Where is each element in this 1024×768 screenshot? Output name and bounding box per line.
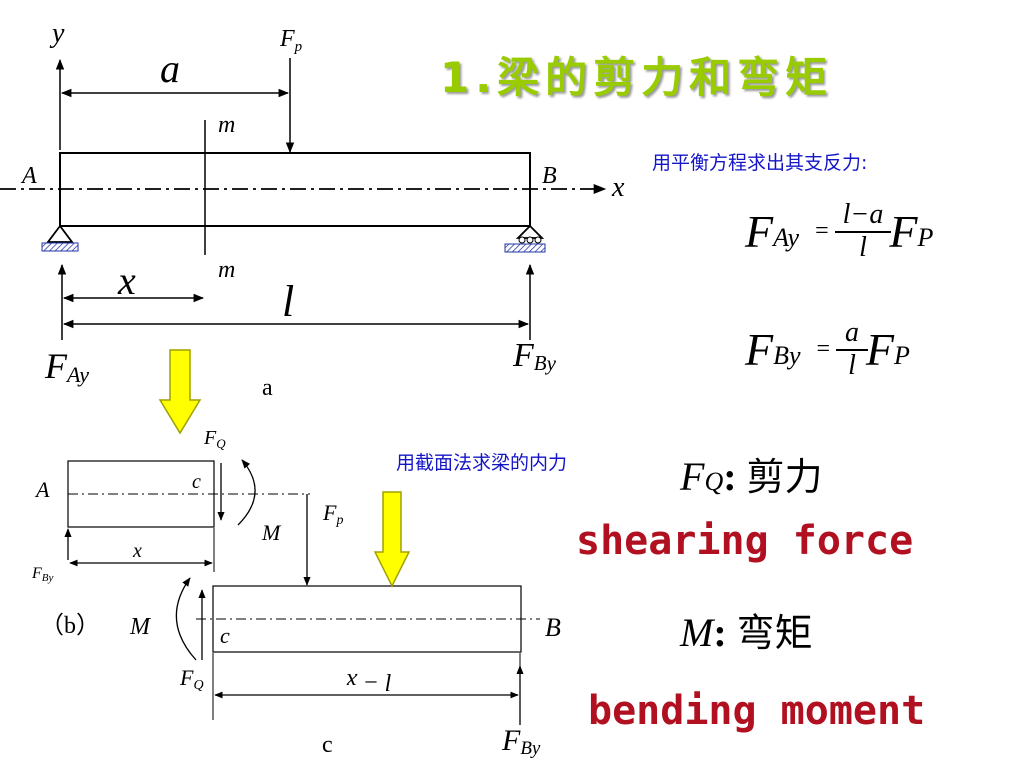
reaction-label-b: FBy (31, 565, 54, 584)
dim-a-label: a (160, 46, 180, 91)
section-bottom-label: m (218, 257, 235, 283)
caption-b: （b） (40, 613, 100, 639)
eq-fay-sub: Ay (773, 222, 800, 252)
eq-fay-rhs-symbol: F (889, 206, 918, 258)
shear-chinese: 剪力 (746, 455, 823, 499)
shear-symbol: F (680, 454, 705, 499)
diagram-c: Fp M FQ c B l − x FBy c (129, 494, 561, 759)
x-axis-label: x (611, 172, 625, 203)
load-label-c: Fp (322, 500, 343, 528)
section-top-label: m (218, 112, 235, 138)
load-label: Fp (279, 26, 303, 55)
eq-fby-denominator: l (836, 348, 868, 382)
eq-fay-rhs-sub: P (917, 222, 934, 252)
reaction-a-label: FAy (44, 346, 89, 387)
moment-symbol: M (680, 610, 714, 655)
end-b-label-c: B (545, 613, 561, 642)
section-method-note: 用截面法求梁的内力 (396, 452, 568, 474)
dim-x-label-b: x (132, 540, 142, 562)
reaction-label-c: FBy (501, 724, 541, 759)
eq-fby-numerator: a (844, 317, 859, 348)
roller-support (504, 224, 546, 253)
moment-label-c: M (129, 614, 152, 640)
caption-a: a (262, 375, 273, 401)
pin-support (41, 224, 79, 252)
moment-arc-b (237, 459, 256, 526)
section-c-label-b: c (192, 471, 201, 493)
moment-definition: M: 弯矩 (680, 610, 813, 655)
eq-fby-fraction: a l (836, 317, 868, 382)
dim-lx-label: l − x (346, 668, 392, 694)
slide-title: 1.梁的剪力和弯矩 (440, 53, 834, 102)
shear-english: shearing force (576, 518, 914, 564)
section-c-label-c: c (220, 623, 230, 648)
dim-x-label: x (117, 258, 136, 303)
dim-l-label: l (282, 277, 294, 326)
moment-arc-c (175, 577, 197, 661)
end-a-label-b: A (34, 477, 50, 502)
moment-label-b: M (261, 520, 282, 545)
eq-fby-symbol: F (745, 324, 774, 376)
equation-fby: F By = a l F P (745, 317, 918, 382)
moment-chinese: 弯矩 (736, 611, 813, 655)
eq-fby-rhs-symbol: F (865, 324, 894, 376)
shear-label-c: FQ (179, 665, 204, 693)
reactions-note: 用平衡方程求出其支反力: (652, 152, 868, 174)
down-arrow-1 (158, 349, 202, 435)
eq-fay-symbol: F (745, 206, 774, 258)
eq-fay-fraction: l−a l (834, 199, 892, 264)
eq-fby-equals: = (816, 336, 831, 363)
moment-english: bending moment (588, 688, 926, 734)
caption-c: c (322, 732, 333, 758)
eq-fby-rhs-sub: P (893, 340, 910, 370)
shear-definition: FQ: 剪力 (680, 454, 823, 499)
y-axis-label: y (49, 18, 65, 49)
shear-symbol-sub: Q (704, 467, 724, 496)
eq-fay-numerator: l−a (842, 199, 884, 230)
down-arrow-2 (373, 491, 411, 588)
end-a-label: A (20, 163, 37, 189)
end-b-label: B (542, 163, 557, 189)
shear-label-b: FQ (203, 427, 226, 451)
diagram-b: A c FQ M FBy x （b） (31, 427, 310, 639)
reaction-b-label: FBy (512, 337, 557, 375)
eq-fby-sub: By (773, 340, 801, 370)
eq-fay-equals: = (815, 218, 829, 245)
equation-fay: F Ay = l−a l F P (745, 199, 941, 264)
eq-fay-denominator: l (834, 230, 892, 264)
diagram-a: y x A B Fp a m m FAy FB (0, 18, 625, 401)
